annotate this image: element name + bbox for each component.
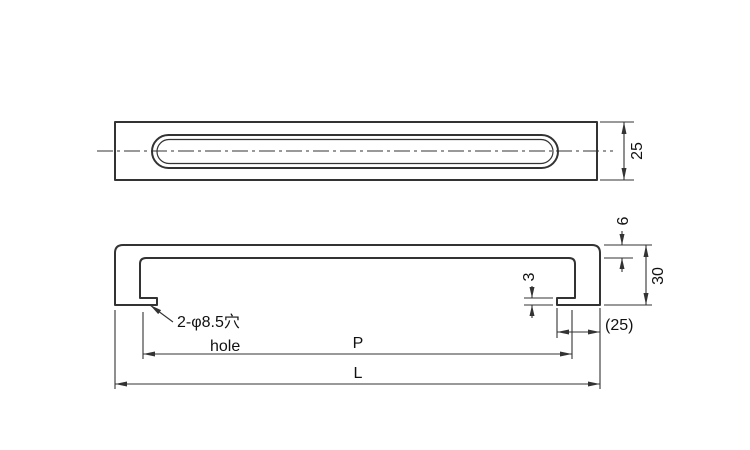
arrowhead xyxy=(529,305,535,316)
dim-pitch: P xyxy=(142,310,573,359)
arrowhead xyxy=(560,351,572,357)
arrowhead xyxy=(619,234,625,245)
hole-callout-translation-label: hole xyxy=(210,338,240,355)
dim-length-label: L xyxy=(354,365,363,382)
arrowhead xyxy=(529,287,535,298)
top-view xyxy=(97,121,613,181)
dim-height-label: 30 xyxy=(650,267,667,285)
arrowhead xyxy=(621,168,627,180)
hole-callout: 2-φ8.5穴 hole xyxy=(149,304,240,355)
arrowhead xyxy=(621,122,627,134)
dim-top-width-label: 25 xyxy=(629,142,646,160)
arrowhead xyxy=(588,381,600,387)
arrowhead xyxy=(557,329,569,335)
dim-foot-thickness-label: 3 xyxy=(521,272,538,281)
dim-end-offset: (25) xyxy=(556,308,633,389)
dim-thickness-label: 6 xyxy=(615,216,632,225)
dim-height: 30 xyxy=(604,245,667,306)
dim-thickness: 6 xyxy=(604,216,652,272)
dim-pitch-label: P xyxy=(353,335,364,352)
side-view-outline xyxy=(114,244,601,306)
hole-callout-label: 2-φ8.5穴 xyxy=(177,313,240,331)
dim-top-width: 25 xyxy=(600,121,646,181)
arrowhead xyxy=(115,381,127,387)
arrowhead xyxy=(588,329,600,335)
dim-length: L xyxy=(114,310,600,389)
leader-arrowhead xyxy=(150,305,162,315)
dim-foot-thickness: 3 xyxy=(521,272,553,318)
arrowhead xyxy=(143,351,155,357)
dim-end-offset-label: (25) xyxy=(605,317,633,334)
side-view xyxy=(114,244,601,306)
arrowhead xyxy=(619,258,625,269)
arrowhead xyxy=(643,245,649,257)
arrowhead xyxy=(643,293,649,305)
